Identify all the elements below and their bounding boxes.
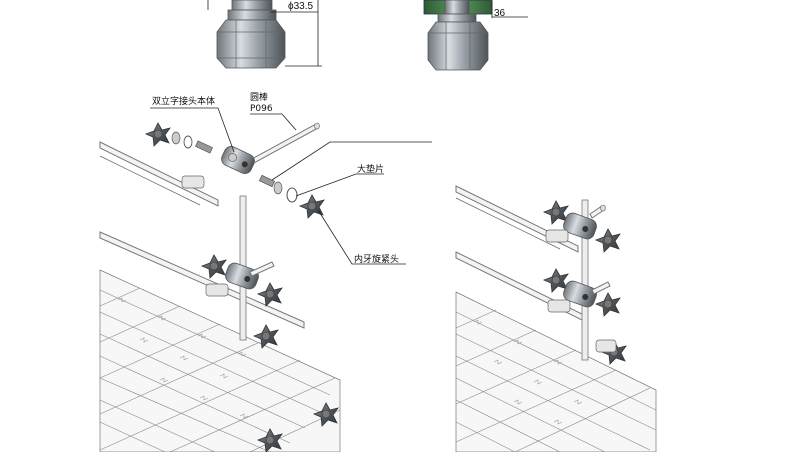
star-knob-icon [145,122,171,147]
left-side-rails [99,141,305,329]
washer-icon [183,135,193,149]
right-vertical-post [581,199,606,361]
right-lower-clamp [543,268,627,365]
right-conveyor-chain [455,291,657,452]
height-dimension: 36 [494,8,506,19]
big-washer-icon [286,187,298,203]
label-rod-code: P096 [250,104,273,114]
top-left-nut-view: ϕ33.5 [207,0,322,69]
label-connector-body: 双立字接头本体 [152,95,215,107]
callouts: 双立字接头本体 圆棒 P096 大垫片 内牙旋紧头 [150,91,432,265]
round-rod-p096 [249,123,319,165]
left-mid-clamp [201,254,339,452]
label-big-washer: 大垫片 [357,163,384,175]
exploded-parts [145,122,325,219]
left-conveyor-chain [99,269,341,452]
label-round-rod: 圆棒 [250,91,268,103]
top-right-nut-view: 36 [423,0,528,71]
label-inner-thread-knob: 内牙旋紧头 [354,253,399,265]
diameter-dimension: ϕ33.5 [288,1,314,12]
right-upper-clamp [543,200,621,253]
